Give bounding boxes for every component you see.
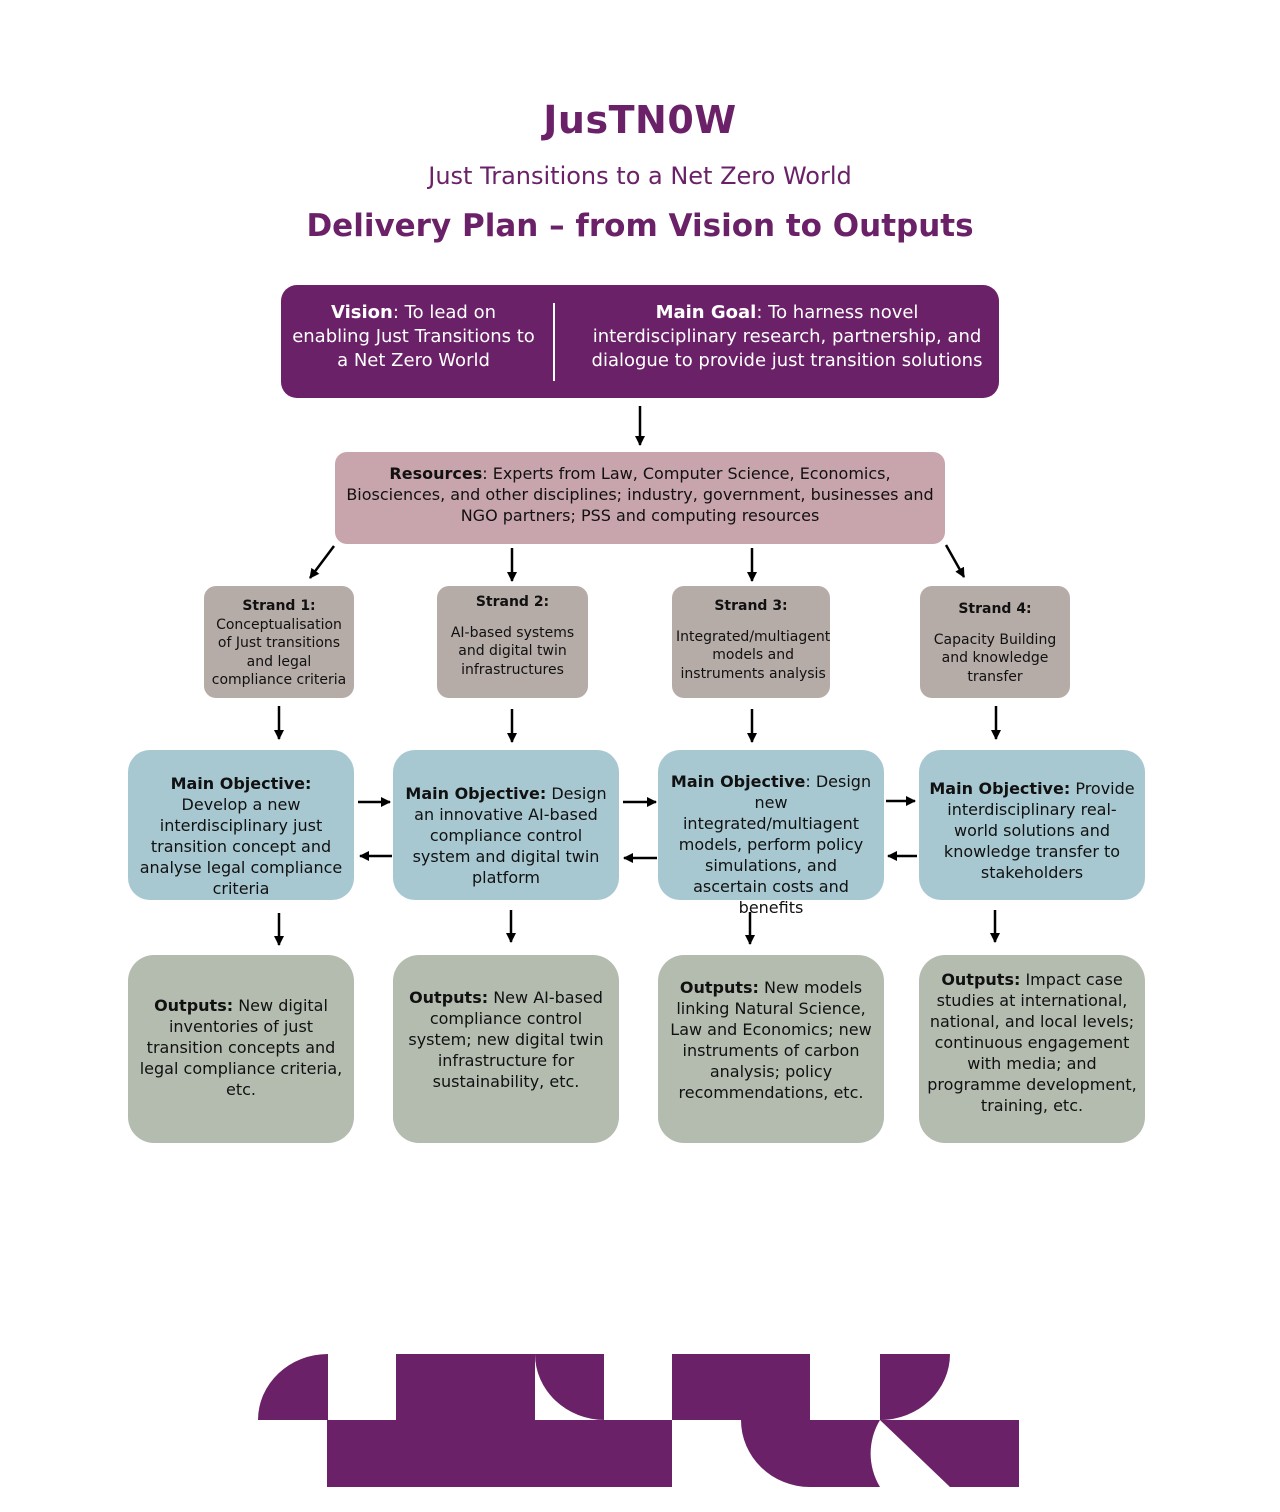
output-2-block: Outputs: New AI-based compliance control…	[398, 987, 614, 1092]
objective-2-block: Main Objective: Design an innovative AI-…	[401, 783, 611, 888]
resources-label: Resources	[389, 464, 483, 483]
goal-text: : To harness novel interdisciplinary res…	[591, 302, 983, 371]
objective-1-block: Main Objective: Develop a new interdisci…	[136, 773, 346, 899]
objective-3-text: : Design new integrated/multiagent model…	[678, 772, 872, 917]
strand-3-box: Strand 3: Integrated/multiagent models an…	[672, 586, 830, 698]
strand-2-label: Strand 2:	[475, 594, 550, 610]
objective-3-block: Main Objective: Design new integrated/mu…	[666, 771, 876, 918]
strand-4-text: Capacity Building and knowledge transfer	[933, 631, 1057, 685]
strand-3-label: Strand 3:	[714, 598, 788, 614]
strand-4-box: Strand 4: Capacity Building and knowledge…	[920, 586, 1070, 698]
strand-2-block: Strand 2: AI-based systems and digital tw…	[441, 593, 584, 679]
output-2-label: Outputs:	[409, 988, 489, 1007]
output-4-text: Impact case studies at international, na…	[927, 970, 1137, 1115]
vision-label: Vision	[331, 302, 393, 323]
output-1-text: New digital inventories of just transiti…	[139, 996, 343, 1099]
delivery-plan-title: Delivery Plan – from Vision to Outputs	[306, 208, 974, 244]
objective-3-label: Main Objective	[670, 772, 806, 791]
output-3-text: New models linking Natural Science, Law …	[670, 978, 872, 1102]
output-4-label: Outputs:	[941, 970, 1021, 989]
output-1-box: Outputs: New digital inventories of just…	[128, 955, 354, 1143]
strand-3-block: Strand 3: Integrated/multiagent models an…	[676, 597, 830, 683]
objective-2-text: Design an innovative AI-based compliance…	[412, 784, 607, 887]
objective-4-block: Main Objective: Provide interdisciplinar…	[927, 778, 1137, 883]
objective-2-box: Main Objective: Design an innovative AI-…	[393, 750, 619, 900]
arrow-resources-to-strand-1	[309, 545, 335, 579]
strand-1-text: Conceptualisation of Just transitions an…	[211, 616, 347, 689]
goal-block: Main Goal: To harness novel interdiscipl…	[581, 301, 993, 373]
page-title: JusTN0W	[543, 98, 737, 142]
arrow-resources-to-strand-4	[944, 544, 966, 578]
objective-3-box: Main Objective: Design new integrated/mu…	[658, 750, 884, 917]
vision-block: Vision: To lead on enabling Just Transit…	[291, 301, 536, 373]
objective-1-box: Main Objective: Develop a new interdisci…	[128, 750, 354, 900]
strand-2-text: AI-based systems and digital twin infras…	[450, 624, 575, 678]
output-4-block: Outputs: Impact case studies at internat…	[924, 969, 1140, 1116]
strand-1-block: Strand 1: Conceptualisation of Just trans…	[208, 597, 350, 690]
resources-box: Resources: Experts from Law, Computer Sc…	[335, 452, 945, 544]
strand-4-block: Strand 4: Capacity Building and knowledge…	[924, 600, 1066, 686]
vision-goal-box: Vision: To lead on enabling Just Transit…	[281, 285, 999, 398]
output-2-box: Outputs: New AI-based compliance control…	[393, 955, 619, 1143]
output-3-box: Outputs: New models linking Natural Scie…	[658, 955, 884, 1143]
output-2-text: New AI-based compliance control system; …	[408, 988, 604, 1091]
output-1-block: Outputs: New digital inventories of just…	[133, 995, 349, 1100]
output-3-label: Outputs:	[679, 978, 759, 997]
strand-2-box: Strand 2: AI-based systems and digital tw…	[437, 586, 588, 698]
vision-divider	[553, 303, 555, 381]
objective-4-box: Main Objective: Provide interdisciplinar…	[919, 750, 1145, 900]
objective-4-text: Provide interdisciplinary real-world sol…	[943, 779, 1135, 882]
strand-3-text: Integrated/multiagent models and instrum…	[676, 628, 831, 682]
objective-2-label: Main Objective:	[405, 784, 547, 803]
objective-4-label: Main Objective:	[929, 779, 1071, 798]
output-4-box: Outputs: Impact case studies at internat…	[919, 955, 1145, 1143]
resources-text: : Experts from Law, Computer Science, Ec…	[346, 464, 934, 525]
strand-1-label: Strand 1:	[242, 598, 316, 614]
strand-4-label: Strand 4:	[958, 601, 1032, 617]
output-1-label: Outputs:	[154, 996, 234, 1015]
resources-block: Resources: Experts from Law, Computer Sc…	[343, 463, 937, 526]
strand-1-box: Strand 1: Conceptualisation of Just trans…	[204, 586, 354, 698]
goal-label: Main Goal	[655, 302, 757, 323]
page-subtitle: Just Transitions to a Net Zero World	[428, 162, 852, 190]
objective-1-label: Main Objective:	[170, 774, 312, 793]
objective-1-text: Develop a new interdisciplinary just tra…	[139, 795, 343, 898]
vision-text: : To lead on enabling Just Transitions t…	[292, 302, 535, 371]
output-3-block: Outputs: New models linking Natural Scie…	[663, 977, 879, 1103]
